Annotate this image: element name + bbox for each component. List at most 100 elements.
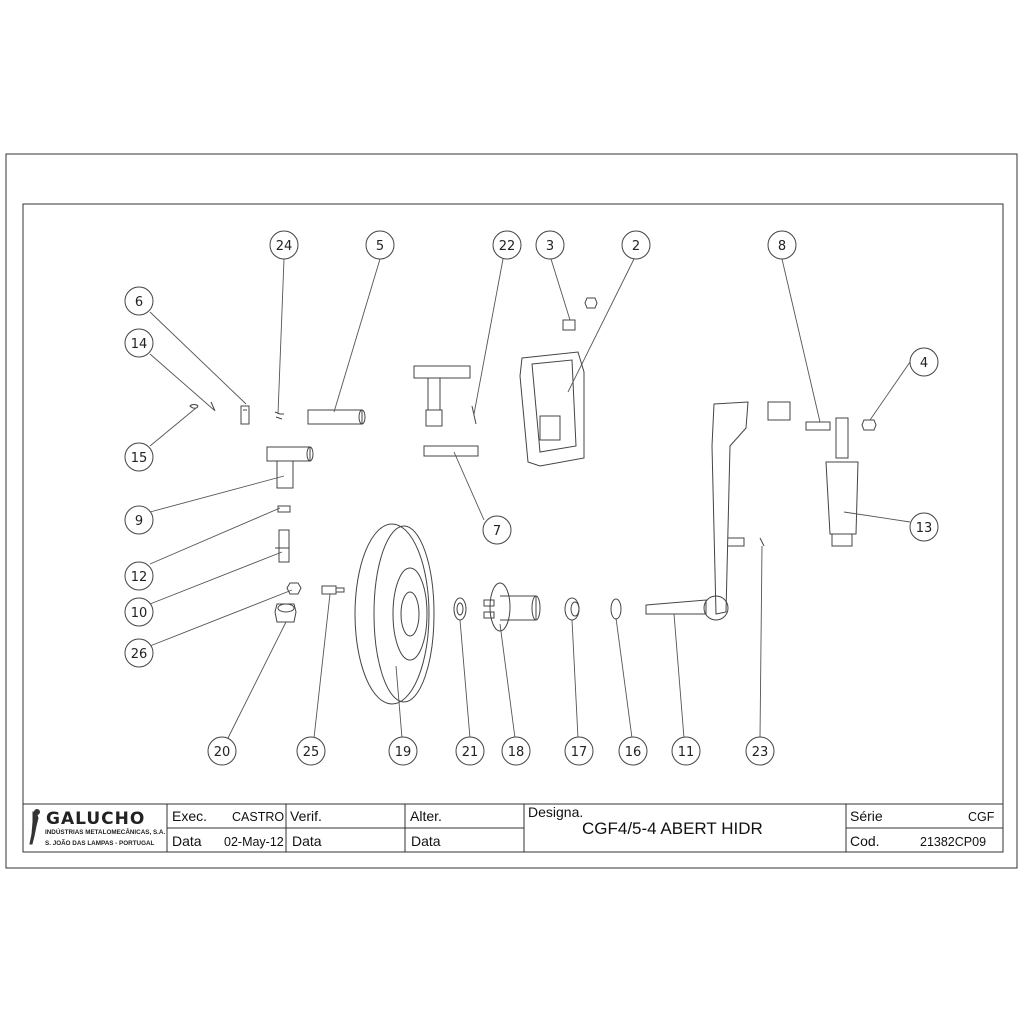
leader-18 (499, 623, 516, 739)
serie-value: CGF (968, 810, 995, 824)
balloon-label: 3 (546, 239, 554, 254)
balloon-9: 9 (124, 505, 154, 535)
data-label: Data (172, 833, 202, 849)
part-16 (610, 598, 622, 620)
leader-20 (227, 621, 287, 739)
part-17-inner (570, 601, 580, 617)
balloon-label: 10 (131, 606, 148, 621)
data-value: 02-May-12 (224, 835, 284, 849)
balloon-label: 13 (916, 521, 933, 536)
outer-frame (5, 153, 1018, 869)
balloon-6: 6 (124, 286, 154, 316)
exploded-parts (189, 297, 877, 705)
part-18-studs (483, 599, 495, 619)
part-13-rod (835, 417, 849, 459)
part-20-top (277, 603, 295, 613)
balloon-7: 7 (482, 515, 512, 545)
part-19-tread (373, 525, 435, 703)
balloon-19: 19 (388, 736, 418, 766)
balloon-20: 20 (207, 736, 237, 766)
verif-data-label: Data (292, 833, 322, 849)
leader-8 (781, 258, 821, 423)
balloon-25: 25 (296, 736, 326, 766)
leader-13 (843, 511, 911, 523)
balloon-label: 17 (571, 745, 588, 760)
balloon-11: 11 (671, 736, 701, 766)
leader-12 (149, 507, 281, 565)
leader-10 (149, 551, 283, 605)
verif-label: Verif. (290, 808, 322, 824)
part-3-nut (584, 297, 598, 309)
designa-value: CGF4/5-4 ABERT HIDR (582, 819, 763, 838)
balloon-label: 26 (131, 647, 148, 662)
part-2-face (531, 359, 577, 453)
part-14 (210, 401, 216, 412)
designa-label: Designa. (528, 804, 584, 820)
balloon-label: 12 (131, 570, 148, 585)
leader-2 (567, 258, 635, 393)
part-11-arm (711, 401, 749, 615)
balloon-4: 4 (909, 347, 939, 377)
balloon-label: 14 (131, 337, 148, 352)
part-21 (453, 597, 467, 621)
balloon-label: 9 (135, 514, 143, 529)
exec-value: CASTRO (232, 810, 285, 824)
part-22 (471, 405, 477, 425)
balloon-label: 15 (131, 451, 148, 466)
leader-23 (759, 545, 763, 739)
balloon-label: 6 (135, 295, 143, 310)
part-11-stud (728, 537, 745, 547)
part-2-slot (539, 415, 561, 441)
part-9 (266, 446, 311, 489)
balloon-label: 18 (508, 745, 525, 760)
serie-label: Série (850, 808, 883, 824)
part-2 (519, 351, 585, 467)
part-12 (277, 505, 291, 513)
leader-16 (615, 617, 633, 739)
balloon-13: 13 (909, 512, 939, 542)
balloon-23: 23 (745, 736, 775, 766)
alter-data-label: Data (411, 833, 441, 849)
part-23 (759, 537, 765, 547)
balloon-label: 5 (376, 239, 384, 254)
part-19-rim (392, 567, 428, 661)
leader-6 (149, 311, 247, 405)
leader-14 (149, 353, 215, 411)
part-5 (307, 409, 363, 425)
alter-label: Alter. (410, 808, 442, 824)
leader-9 (149, 475, 285, 513)
leader-25 (313, 593, 331, 739)
leader-24 (277, 258, 285, 415)
part-8 (805, 421, 831, 431)
leader-22 (473, 258, 504, 415)
balloon-22: 22 (492, 230, 522, 260)
balloon-8: 8 (767, 230, 797, 260)
balloon-14: 14 (124, 328, 154, 358)
leader-19 (395, 665, 403, 739)
company-name: GALUCHO (46, 809, 146, 829)
part-25 (321, 585, 345, 595)
part-19-tyre (354, 523, 430, 705)
company-logo-icon (29, 809, 40, 845)
part-11-boss (703, 595, 729, 621)
balloon-18: 18 (501, 736, 531, 766)
part-24 (274, 411, 284, 420)
part-21-inner (456, 602, 464, 616)
balloon-24: 24 (269, 230, 299, 260)
leader-lines (149, 258, 911, 739)
company-line1: INDÚSTRIAS METALOMECÂNICAS, S.A. (45, 829, 166, 836)
balloon-17: 17 (564, 736, 594, 766)
balloon-label: 24 (276, 239, 293, 254)
leader-26 (149, 589, 293, 647)
balloon-label: 19 (395, 745, 412, 760)
balloon-label: 4 (920, 356, 928, 371)
leader-11 (673, 613, 685, 739)
cod-label: Cod. (850, 833, 880, 849)
leader-5 (333, 258, 381, 413)
part-9-end (306, 446, 314, 462)
leader-4 (869, 361, 911, 421)
part-26 (286, 582, 302, 595)
leader-21 (459, 619, 471, 739)
leader-3 (550, 258, 571, 321)
